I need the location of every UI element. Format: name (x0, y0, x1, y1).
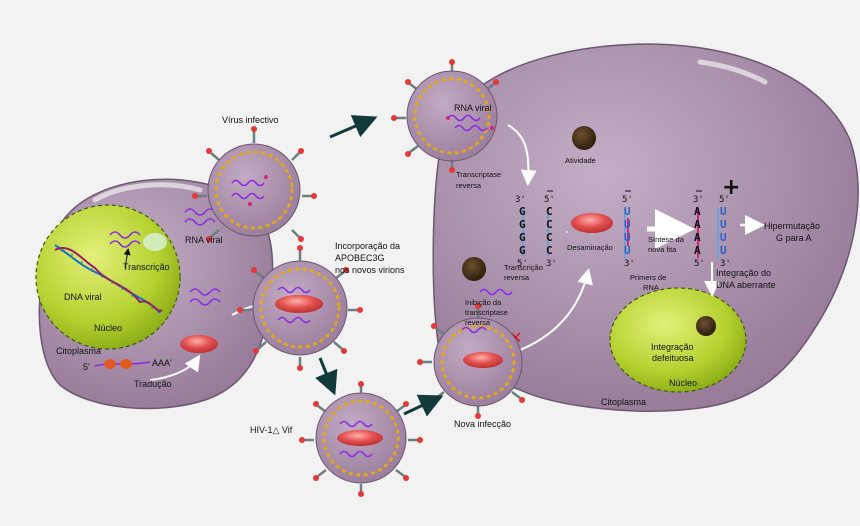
label-desaminacao: Desaminação (567, 243, 613, 252)
virion-apobec3g (237, 245, 363, 371)
strand-2: 5' C C C C 3' (544, 190, 557, 269)
label-primers-1: Primers de (630, 273, 666, 282)
svg-text:5': 5' (694, 259, 705, 269)
label-incorporacao-3: nos novos virions (335, 265, 405, 275)
label-hipermutacao-2: G para A (776, 233, 812, 243)
virus-infectivo (192, 126, 317, 242)
label-citoplasma-right: Citoplasma (601, 397, 646, 407)
label-atividade: Atividade (565, 156, 596, 165)
svg-text:G: G (519, 244, 526, 257)
label-incorporacao-2: APOBEC3G (335, 253, 385, 263)
label-inibicao-3: reversa (465, 318, 491, 327)
label-inibicao-2: transcriptase (465, 308, 508, 317)
label-citoplasma-left: Citoplasma (56, 346, 101, 356)
label-hiv-delta-vif: HIV-1△ Vif (250, 425, 293, 435)
label-inibicao-1: Inibição da (465, 298, 502, 307)
label-virus-infectivo: Vírus infectivo (222, 115, 279, 125)
label-nucleo-right: Núcleo (669, 378, 697, 388)
arrow-to-entry (329, 115, 378, 139)
strand-5: 5' U U U U 3' (719, 195, 731, 269)
label-integracao-def-2: defeituosa (652, 353, 694, 363)
left-cell (35, 178, 274, 410)
svg-text:G: G (519, 231, 526, 244)
virus-entering (391, 59, 499, 173)
svg-text:U: U (720, 244, 727, 257)
label-integracao-dna-1: Integração do (716, 268, 771, 278)
svg-text:U: U (624, 244, 631, 257)
label-hipermutacao-1: Hipermutação (764, 221, 820, 231)
label-incorporacao-1: Incorporação da (335, 241, 400, 251)
label-transcricao: Transcrição (123, 262, 170, 272)
strand-3: 5' U U U U 3' (622, 190, 635, 269)
svg-text:5': 5' (517, 259, 528, 269)
label-nucleo-left: Núcleo (94, 323, 122, 333)
svg-text:A: A (694, 244, 701, 257)
svg-text:5': 5' (622, 195, 633, 205)
svg-text:G: G (519, 218, 526, 231)
svg-text:5': 5' (544, 195, 555, 205)
virion-hiv-delta-vif (299, 381, 423, 497)
virus-new-infection (417, 303, 525, 419)
label-integracao-def-1: Integração (651, 342, 694, 352)
strand-1: 3' G G G G 5' (515, 195, 528, 269)
arrow-to-delta-vif (315, 357, 338, 396)
strand-4: 3' A A A A 5' (693, 190, 705, 269)
label-primers-2: RNA (643, 283, 659, 292)
svg-text:3': 3' (515, 195, 526, 205)
label-integracao-dna-2: DNA aberrante (716, 280, 776, 290)
label-traducao: Tradução (134, 379, 172, 389)
label-sintese-1: Síntese da (648, 235, 685, 244)
label-nova-infeccao: Nova infecção (454, 419, 511, 429)
label-rna-viral-left: RNA viral (185, 235, 223, 245)
right-nucleus (609, 287, 747, 393)
svg-text:3': 3' (624, 259, 635, 269)
svg-text:U: U (624, 231, 631, 244)
svg-text:C: C (546, 231, 553, 244)
label-transcriptase-1: Transcriptase (456, 170, 501, 179)
label-transcricao-reversa-2: reversa (504, 273, 530, 282)
label-transcricao-reversa-1: Transcrição (504, 263, 543, 272)
arrow-to-new-infection (403, 394, 444, 417)
apobec3g-enzyme (180, 335, 218, 353)
svg-text:C: C (546, 244, 553, 257)
svg-text:U: U (624, 218, 631, 231)
svg-text:A: A (694, 205, 701, 218)
svg-text:3': 3' (546, 259, 557, 269)
svg-text:A: A (694, 231, 701, 244)
label-rna-viral-right: RNA viral (454, 103, 492, 113)
svg-text:G: G (519, 205, 526, 218)
label-five-prime: 5' (83, 362, 90, 372)
label-transcriptase-2: reversa (456, 181, 482, 190)
svg-text:U: U (720, 205, 727, 218)
label-dna-viral: DNA viral (64, 292, 102, 302)
svg-text:3': 3' (720, 259, 731, 269)
svg-text:3': 3' (693, 195, 704, 205)
svg-text:+: + (722, 175, 740, 200)
svg-text:C: C (546, 218, 553, 231)
label-aaa: AAA' (152, 358, 172, 368)
svg-text:U: U (624, 205, 631, 218)
svg-text:C: C (546, 205, 553, 218)
svg-text:A: A (694, 218, 701, 231)
svg-text:U: U (720, 231, 727, 244)
label-sintese-2: nova fita (648, 245, 677, 254)
right-cell: ✕ + (432, 43, 859, 412)
svg-text:5': 5' (719, 195, 730, 205)
svg-text:U: U (720, 218, 727, 231)
